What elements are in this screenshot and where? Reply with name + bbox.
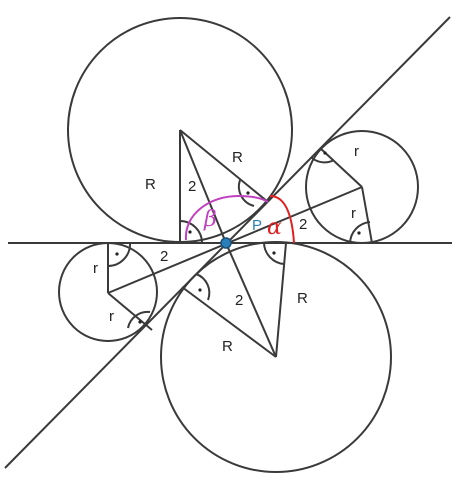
point-p[interactable] [220,237,232,249]
big-circle-bottom [160,241,392,473]
label-r-left-top: r [93,260,98,277]
alpha-angle-label: α [267,215,282,240]
small-circle-right [305,130,419,244]
radius-left-bottom [107,292,153,331]
alpha-angle-arc [269,195,295,244]
label-2-left: 2 [160,248,168,265]
label-point-p: P [252,217,262,234]
radius-top-slant [179,129,269,203]
right-angle-mark-right-top [311,157,335,164]
label-2-top: 2 [188,178,196,195]
right-angle-mark-bottom-foot [263,242,285,265]
label-R-top-slant: R [232,149,243,166]
label-r-right-top: r [354,143,359,160]
label-2-bottom: 2 [235,292,243,309]
label-R-bottom-right: R [297,290,308,307]
right-angle-dot [138,320,142,324]
right-angle-mark-bottom-slant [195,273,211,301]
radius-right-vertical [361,186,373,244]
radius-bottom-slant [181,286,277,358]
label-2-right: 2 [299,216,307,233]
label-r-left-bottom: r [109,308,114,325]
radius-right-top [319,147,363,188]
right-angle-mark-right-foot [349,221,371,244]
label-R-top-left: R [145,176,156,193]
label-R-bottom-slant: R [222,338,233,355]
right-angle-dot [272,251,276,255]
right-angle-dot [188,230,192,234]
right-angle-dot [115,252,119,256]
segment-bottom-to-p [225,242,277,358]
beta-angle-label: β [203,207,217,232]
right-angle-dot [357,231,361,235]
right-angle-dot [246,191,250,195]
right-angle-dot [198,288,202,292]
radius-bottom-vertical [275,242,287,358]
right-angle-mark-left-foot [107,242,132,268]
beta-angle-arc [184,194,269,241]
segment-top-to-p [179,129,227,244]
inner-diagonal-line [107,186,363,294]
label-r-right-side: r [351,205,356,222]
right-angle-mark-left-bottom [127,310,151,329]
right-angle-dot [323,151,327,155]
right-angle-mark-top-foot [179,220,203,244]
